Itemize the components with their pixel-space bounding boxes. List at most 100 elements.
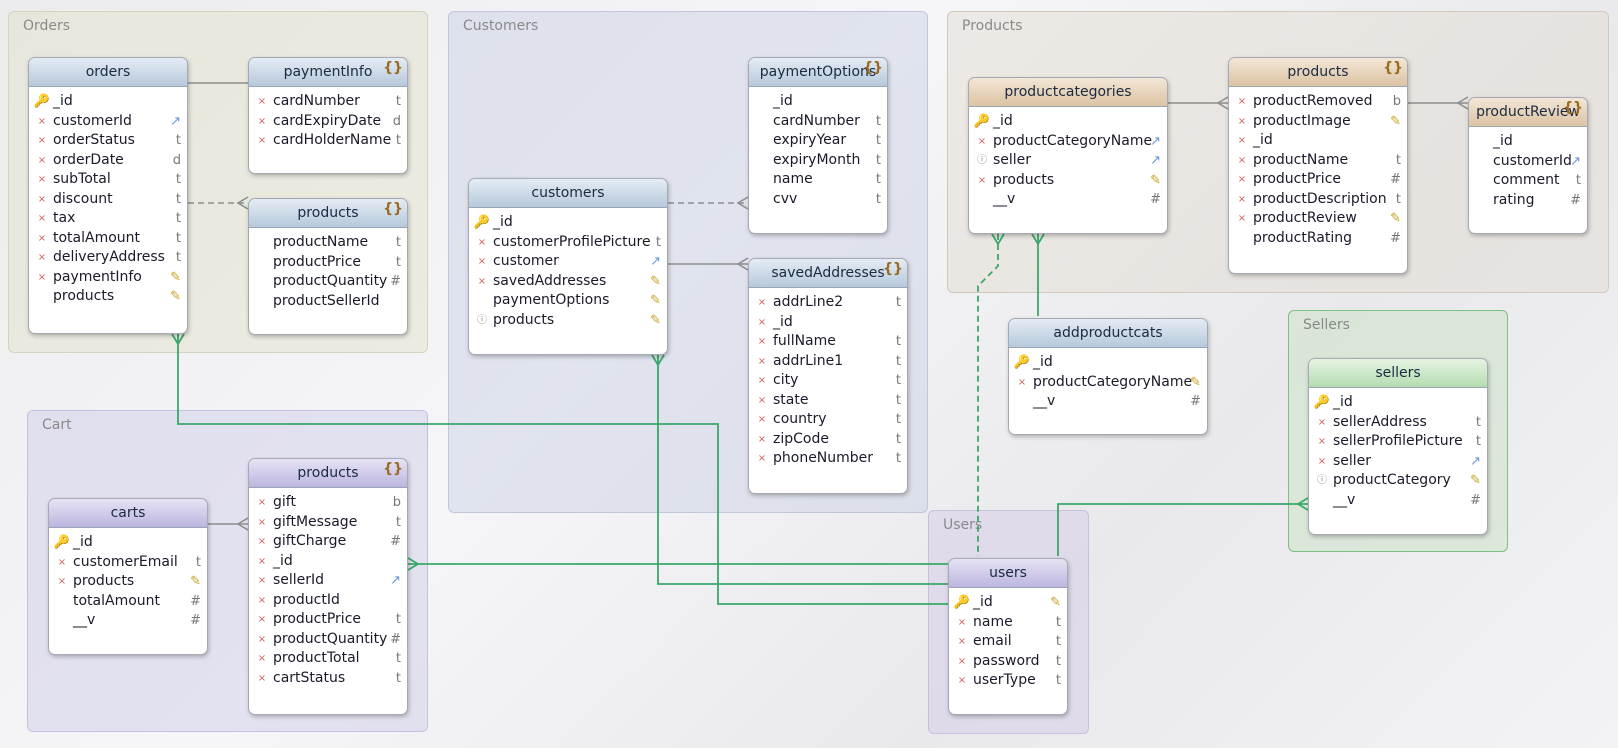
entity-title[interactable]: users bbox=[949, 559, 1067, 588]
field-row[interactable]: ×paymentInfo✎ bbox=[29, 268, 187, 288]
entity-title[interactable]: productcategories bbox=[969, 78, 1167, 107]
entity-title[interactable]: productReview{} bbox=[1469, 98, 1587, 127]
field-row[interactable]: ×productCategoryName↗ bbox=[969, 132, 1167, 152]
field-row[interactable]: ×savedAddresses✎ bbox=[469, 272, 667, 292]
field-row[interactable]: products✎ bbox=[29, 287, 187, 307]
entity-title[interactable]: products{} bbox=[1229, 58, 1407, 87]
field-row[interactable]: ×seller↗ bbox=[1309, 452, 1487, 472]
entity-title[interactable]: paymentInfo{} bbox=[249, 58, 407, 87]
field-row[interactable]: 🔑_id✎ bbox=[949, 593, 1067, 613]
entity-title[interactable]: products{} bbox=[249, 459, 407, 488]
field-row[interactable]: __v# bbox=[1009, 392, 1207, 412]
field-row[interactable]: __v# bbox=[969, 190, 1167, 210]
entity-title[interactable]: savedAddresses{} bbox=[749, 259, 907, 288]
field-row[interactable]: _id bbox=[749, 92, 887, 112]
field-row[interactable]: ×_id bbox=[1229, 131, 1407, 151]
field-row[interactable]: 🔑_id bbox=[969, 112, 1167, 132]
entity-title[interactable]: sellers bbox=[1309, 359, 1487, 388]
field-row[interactable]: ×customer↗ bbox=[469, 252, 667, 272]
field-row[interactable]: customerId↗ bbox=[1469, 152, 1587, 172]
entity-title[interactable]: customers bbox=[469, 179, 667, 208]
field-row[interactable]: _id bbox=[1469, 132, 1587, 152]
field-row[interactable]: ×productPrice# bbox=[1229, 170, 1407, 190]
entity-title[interactable]: addproductcats bbox=[1009, 319, 1207, 348]
field-row[interactable]: 🔑_id bbox=[469, 213, 667, 233]
field-row[interactable]: paymentOptions✎ bbox=[469, 291, 667, 311]
field-row[interactable]: ×productImage✎ bbox=[1229, 112, 1407, 132]
field-row[interactable]: 🔑_id bbox=[1009, 353, 1207, 373]
field-row[interactable]: 🔑_id bbox=[49, 533, 207, 553]
field-row[interactable]: ×productReview✎ bbox=[1229, 209, 1407, 229]
field-row[interactable]: ×products✎ bbox=[969, 171, 1167, 191]
field-row[interactable]: rating# bbox=[1469, 191, 1587, 211]
field-row[interactable]: 🔑_id bbox=[29, 92, 187, 112]
field-row[interactable]: __v# bbox=[49, 611, 207, 631]
entity-title[interactable]: orders bbox=[29, 58, 187, 87]
field-row[interactable]: ×productQuantity# bbox=[249, 630, 407, 650]
entity-productcategories[interactable]: productcategories 🔑_id×productCategoryNam… bbox=[968, 77, 1168, 234]
entity-title[interactable]: products{} bbox=[249, 199, 407, 228]
field-row[interactable]: productQuantity# bbox=[249, 272, 407, 292]
field-row[interactable]: ×sellerId↗ bbox=[249, 571, 407, 591]
field-row[interactable]: ×giftCharge# bbox=[249, 532, 407, 552]
field-row[interactable]: ×productId bbox=[249, 591, 407, 611]
field-row[interactable]: productRating# bbox=[1229, 229, 1407, 249]
field-row[interactable]: ×_id bbox=[249, 552, 407, 572]
field-row[interactable]: ×productCategoryName✎ bbox=[1009, 373, 1207, 393]
field-row[interactable]: 🔑_id bbox=[1309, 393, 1487, 413]
entity-addproductcats[interactable]: addproductcats 🔑_id×productCategoryName✎_… bbox=[1008, 318, 1208, 435]
field-row[interactable]: ×customerId↗ bbox=[29, 112, 187, 132]
